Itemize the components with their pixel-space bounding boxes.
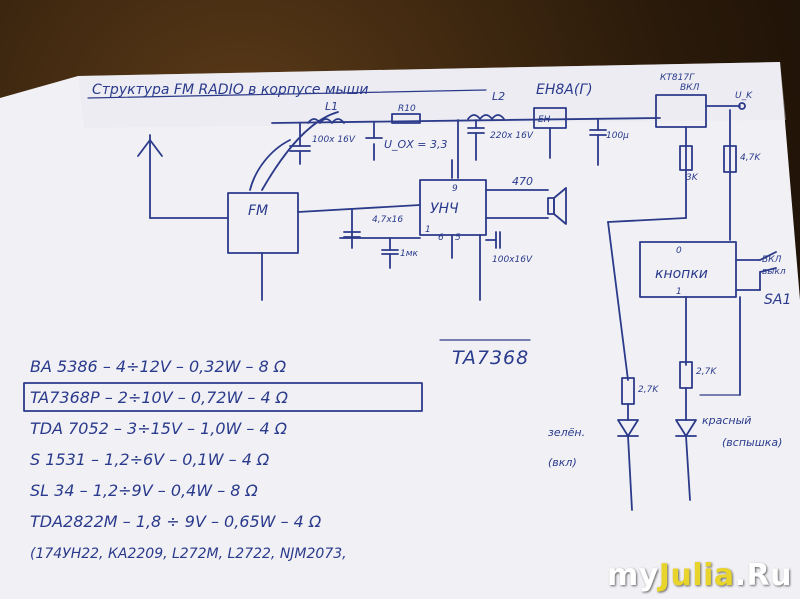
btn-pin0-label: 0 <box>676 246 682 256</box>
zener-vcc <box>365 122 383 161</box>
chip-label: TA7368 <box>452 347 529 369</box>
resistor-3k <box>679 145 693 171</box>
switch-on-label: ВКЛ <box>762 255 782 265</box>
capacitor-1mk <box>381 237 399 269</box>
transistor-sub: ВКЛ <box>680 83 700 93</box>
spec-line: TDA 7052 – 3÷15V – 1,0W – 4 Ω <box>30 419 288 438</box>
ic-spec-list: BA 5386 – 4÷12V – 0,32W – 8 Ω TA7368P – 2… <box>23 357 423 562</box>
spec-line: (174УН22, КА2209, L272M, L2722, NJM2073, <box>30 546 347 562</box>
regulator-short: EH <box>538 115 551 125</box>
c1-label: 100x 16V <box>312 135 356 145</box>
l1-arrow <box>261 111 339 191</box>
r3k-label: 3K <box>686 173 699 183</box>
paper-sheet <box>0 62 800 599</box>
pin5-label: 5 <box>455 233 461 243</box>
l1-label: L1 <box>325 100 338 113</box>
c470-label: 470 <box>512 175 533 188</box>
led-red-sub: (вспышка) <box>722 436 782 449</box>
fm-output-wire <box>297 204 421 213</box>
spec-line: BA 5386 – 4÷12V – 0,32W – 8 Ω <box>30 357 287 376</box>
c-47x16-label: 4,7x16 <box>372 215 403 225</box>
antenna-symbol <box>137 134 229 219</box>
pin9-label: 9 <box>452 184 458 194</box>
btn-pin1-label: 1 <box>676 287 682 297</box>
watermark-suffix: .Ru <box>734 558 792 593</box>
r47k-right-label: 4,7K <box>740 153 761 163</box>
paper-shadow <box>78 62 786 128</box>
amplifier-chip <box>419 179 487 236</box>
vcc-terminal-label: U_K <box>735 91 753 101</box>
fm-arrow <box>249 139 291 191</box>
led-green-sub: (вкл) <box>548 456 577 469</box>
c3-label: 100μ <box>606 131 629 141</box>
spec-highlight-box <box>23 382 423 412</box>
left-led-wire <box>607 221 629 381</box>
pin1-label: 1 <box>425 225 431 235</box>
button-feed-wire <box>607 217 687 223</box>
vcc-terminal <box>738 102 746 110</box>
led-green-symbol <box>617 403 639 511</box>
vcc-label: U_ОХ = 3,3 <box>384 138 447 151</box>
switch-sa1 <box>735 251 777 291</box>
spec-line: TDA2822M – 1,8 ÷ 9V – 0,65W – 4 Ω <box>30 512 322 531</box>
speaker-symbol <box>547 187 567 225</box>
watermark-accent: Julia <box>658 558 735 593</box>
amplifier-label: УНЧ <box>430 201 459 217</box>
switch-off-label: выкл <box>762 267 786 277</box>
button-block-label: кнопки <box>655 266 708 282</box>
inductor-l2 <box>467 114 505 120</box>
capacitor-100x16 <box>485 231 501 249</box>
capacitor-c3 <box>589 118 607 166</box>
top-power-rail <box>271 117 661 124</box>
capacitor-47x16 <box>343 209 361 249</box>
resistor-r10 <box>391 113 421 124</box>
c-100x16-label: 100x16V <box>492 255 533 265</box>
fm-module <box>227 192 299 254</box>
resistor-47k-right <box>723 145 737 173</box>
title-underline <box>87 89 487 99</box>
inductor-l1 <box>307 118 345 124</box>
spec-line: TA7368P – 2÷10V – 0,72W – 4 Ω <box>30 388 289 407</box>
led-red-label: красный <box>702 414 751 427</box>
button-block <box>639 241 737 298</box>
c2-label: 220x 16V <box>490 131 534 141</box>
spec-line: S 1531 – 1,2÷6V – 0,1W – 4 Ω <box>30 450 270 469</box>
spec-line: SL 34 – 1,2÷9V – 0,4W – 8 Ω <box>30 481 259 500</box>
watermark-prefix: my <box>606 558 659 593</box>
led-red-symbol <box>675 387 697 501</box>
transistor-label: КТ817Г <box>660 73 695 83</box>
r10-label: R10 <box>398 104 416 114</box>
sa1-label: SA1 <box>764 292 791 308</box>
regulator-label: EH8A(Г) <box>536 82 593 98</box>
capacitor-c2 <box>457 119 485 179</box>
led-green-label: зелён. <box>548 426 585 439</box>
l2-label: L2 <box>492 90 505 103</box>
r27k-left-label: 2,7K <box>638 385 659 395</box>
c-1mk-label: 1мк <box>400 249 419 259</box>
site-watermark: myJulia.Ru <box>607 558 792 593</box>
r27k-mid-label: 2,7K <box>696 367 717 377</box>
pin6-label: 6 <box>438 233 444 243</box>
transistor-box <box>655 94 707 128</box>
capacitor-c1 <box>289 122 311 165</box>
fm-module-label: FM <box>248 203 268 219</box>
